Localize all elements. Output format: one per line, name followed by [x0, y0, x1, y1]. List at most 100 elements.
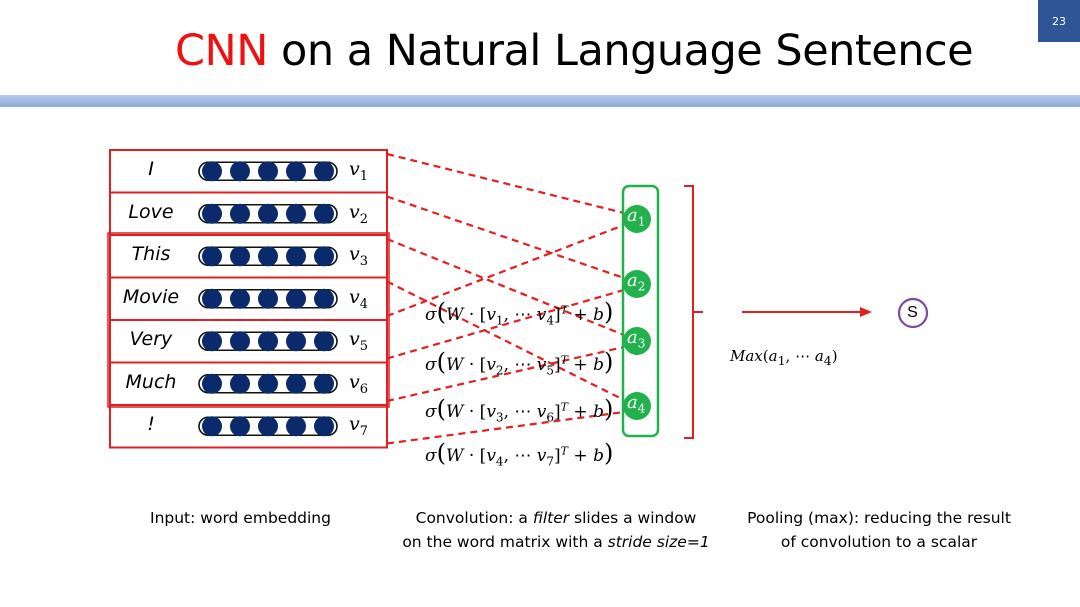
- vector-symbol: v: [349, 285, 360, 308]
- title-rest: on a Natural Language Sentence: [267, 26, 974, 76]
- activation-symbol: a: [627, 392, 638, 413]
- formula-part: T: [560, 353, 569, 367]
- formula-part: σ: [425, 446, 437, 466]
- vector-symbol: v: [349, 413, 360, 436]
- caption-convolution: Convolution: a filter slides a window on…: [396, 506, 716, 554]
- output-circle: [897, 297, 929, 329]
- pooling-bracket: [684, 185, 694, 439]
- embedding-dot: [258, 416, 278, 437]
- embedding-dot: [202, 331, 222, 352]
- formula-part: v: [536, 305, 547, 325]
- vector-symbol: v: [349, 158, 360, 181]
- formula-part: 7: [546, 454, 555, 469]
- formula-part: 5: [546, 363, 555, 378]
- formula-part: , ⋯: [503, 402, 537, 422]
- convolution-formula-4: σ(W · [v4, ⋯ v7]T + b): [425, 441, 613, 467]
- max-fn: Max: [730, 347, 763, 365]
- window-outline-3-6: [107, 232, 390, 408]
- activation-node-2: [623, 270, 651, 298]
- formula-part: T: [560, 303, 569, 317]
- formula-part: · [: [463, 446, 487, 466]
- embedding-dot: [202, 373, 222, 394]
- formula-part: (: [436, 395, 446, 423]
- vector-label-3: v3: [349, 245, 368, 268]
- formula-part: ): [603, 395, 614, 423]
- formula-part: , ⋯: [503, 305, 537, 325]
- formula-part: ): [603, 348, 614, 376]
- embedding-dot: [230, 288, 250, 309]
- max-a1: a: [768, 347, 778, 365]
- embedding-dot: [286, 203, 306, 224]
- activation-label-2: a2: [627, 272, 645, 293]
- formula-part: v: [536, 446, 547, 466]
- window-line-bottom-2: [386, 288, 625, 360]
- embedding-dot: [286, 416, 306, 437]
- formula-part: W: [445, 305, 464, 325]
- embedding-dot: [258, 203, 278, 224]
- word-label-1: I: [148, 158, 154, 181]
- convolution-formula-1: σ(W · [v1, ⋯ v4]T + b): [425, 300, 613, 326]
- window-line-bottom-1: [386, 223, 625, 318]
- formula-part: b: [593, 446, 604, 466]
- embedding-dot: [286, 373, 306, 394]
- page-number-badge: 23: [1038, 0, 1080, 42]
- formula-part: 3: [495, 410, 504, 425]
- formula-part: v: [486, 305, 496, 325]
- formula-part: , ⋯: [503, 446, 537, 466]
- formula-part: v: [486, 355, 496, 375]
- vector-index: 2: [359, 211, 369, 227]
- formula-part: ): [603, 298, 614, 326]
- embedding-dot: [230, 331, 250, 352]
- output-scalar-label: S: [907, 304, 918, 321]
- vector-index: 7: [359, 424, 369, 440]
- vector-index: 4: [359, 296, 369, 312]
- max-sep: , ⋯: [785, 347, 815, 365]
- formula-part: (: [436, 348, 446, 376]
- formula-part: · [: [463, 355, 487, 375]
- formula-part: σ: [425, 355, 437, 375]
- formula-part: 6: [546, 410, 555, 425]
- formula-part: ]: [554, 402, 561, 422]
- convolution-formula-3: σ(W · [v3, ⋯ v6]T + b): [425, 397, 613, 423]
- embedding-dot: [314, 246, 334, 267]
- vector-label-4: v4: [349, 285, 369, 312]
- vector-index: 1: [359, 169, 369, 185]
- embedding-dot: [230, 203, 250, 224]
- embedding-dot: [258, 246, 278, 267]
- vector-label-1: v1: [349, 160, 368, 183]
- max-i1: 1: [777, 353, 786, 368]
- embedding-dot: [202, 246, 222, 267]
- embedding-dot: [286, 246, 306, 267]
- embedding-dot: [230, 246, 250, 267]
- embedding-dot: [258, 373, 278, 394]
- vector-symbol: v: [349, 370, 360, 393]
- activation-node-1: [623, 205, 651, 233]
- caption-input: Input: word embedding: [150, 509, 331, 527]
- max-pooling-formula: Max(a1, ⋯ a4): [730, 347, 838, 368]
- pool-line1: Pooling (max): reducing the result: [747, 509, 1011, 527]
- formula-part: T: [560, 444, 569, 458]
- embedding-dot: [314, 331, 334, 352]
- formula-part: , ⋯: [503, 355, 537, 375]
- formula-part: b: [593, 402, 604, 422]
- word-label-5: Very: [129, 328, 173, 351]
- word-label-7: !: [147, 413, 155, 436]
- formula-part: ]: [554, 355, 561, 375]
- formula-part: b: [593, 305, 604, 325]
- formula-part: 2: [495, 363, 504, 378]
- word-box-7: [109, 404, 388, 449]
- convolution-formula-2: σ(W · [v2, ⋯ v5]T + b): [425, 350, 613, 376]
- window-line-bottom-4: [386, 410, 625, 445]
- embedding-dot: [230, 161, 250, 182]
- formula-part: 1: [495, 313, 504, 328]
- vector-label-5: v5: [349, 330, 368, 353]
- word-label-4: Movie: [122, 285, 180, 308]
- max-a2: a: [814, 347, 824, 365]
- formula-part: b: [593, 355, 604, 375]
- formula-part: +: [568, 305, 594, 325]
- formula-part: ]: [554, 305, 561, 325]
- window-line-top-3: [386, 237, 625, 337]
- activation-node-4: [623, 392, 651, 420]
- pool-line2: of convolution to a scalar: [780, 533, 978, 551]
